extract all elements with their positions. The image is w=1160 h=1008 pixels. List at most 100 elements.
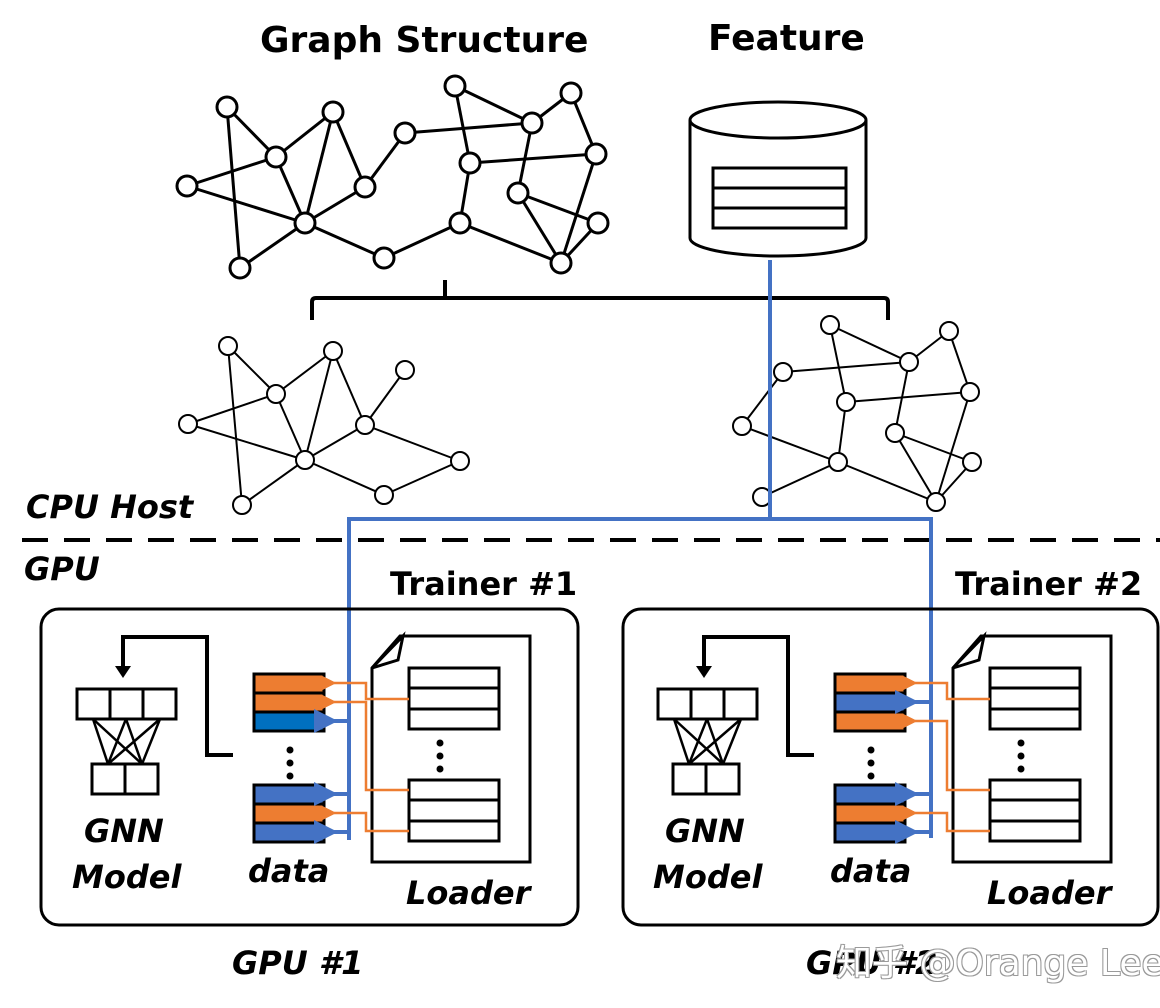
nn-input-cell bbox=[689, 687, 726, 721]
graph-edge bbox=[331, 111, 367, 188]
structure-arrow bbox=[321, 805, 409, 833]
graph-edge bbox=[516, 192, 563, 264]
graph-edge bbox=[459, 221, 562, 265]
graph-edge bbox=[239, 221, 306, 270]
graph-node bbox=[506, 181, 530, 205]
structure-arrow bbox=[902, 675, 990, 701]
graph-node bbox=[295, 450, 315, 470]
nn-connection bbox=[721, 718, 743, 765]
ellipsis-icon bbox=[436, 752, 444, 760]
graph-structure-icon bbox=[175, 74, 610, 280]
graph-node bbox=[293, 211, 317, 235]
model-label-1: Model bbox=[72, 858, 182, 896]
partition-brace bbox=[310, 280, 890, 320]
ellipsis-icon bbox=[1017, 739, 1025, 747]
graph-node bbox=[450, 451, 470, 471]
gpu-1-label: GPU #1 bbox=[232, 944, 364, 982]
trainer-1-content bbox=[75, 631, 532, 864]
nn-output-cell bbox=[90, 762, 127, 796]
trainer-1-title: Trainer #1 bbox=[390, 565, 578, 603]
arrow-head-icon bbox=[696, 666, 712, 678]
data-block-blue bbox=[252, 821, 326, 844]
graph-edge bbox=[741, 371, 784, 427]
graph-edge bbox=[935, 391, 971, 503]
graph-edge bbox=[761, 461, 839, 498]
loader-table bbox=[988, 666, 1082, 731]
graph-node bbox=[828, 452, 848, 472]
loader-label-2: Loader bbox=[987, 874, 1112, 912]
graph-node bbox=[218, 336, 238, 356]
trainer-2-title: Trainer #2 bbox=[955, 565, 1143, 603]
nn-input-cell bbox=[75, 687, 112, 721]
graph-edge bbox=[303, 111, 335, 224]
graph-edge bbox=[304, 459, 385, 496]
graph-node bbox=[323, 341, 343, 361]
graph-edge bbox=[837, 401, 847, 463]
graph-node bbox=[443, 74, 467, 98]
graph-node bbox=[175, 174, 199, 198]
watermark: 知乎 @Orange Lee bbox=[836, 943, 1160, 984]
graph-node bbox=[960, 382, 980, 402]
loader-table bbox=[407, 666, 501, 731]
ellipsis-icon bbox=[867, 746, 875, 754]
graph-edge bbox=[364, 369, 406, 426]
graph-edge bbox=[948, 330, 971, 393]
document-fold bbox=[951, 631, 987, 670]
graph-edge bbox=[304, 424, 366, 461]
data-block-orange bbox=[833, 672, 907, 695]
data-block-blue bbox=[833, 691, 907, 714]
ellipsis-icon bbox=[436, 739, 444, 747]
ellipsis-icon bbox=[867, 772, 875, 780]
graph-edge bbox=[364, 424, 461, 462]
gnn-label-2: GNN bbox=[665, 812, 745, 850]
graph-node bbox=[178, 414, 198, 434]
gnn-label-1: GNN bbox=[84, 812, 164, 850]
graph-node bbox=[264, 145, 288, 169]
graph-node bbox=[773, 362, 793, 382]
graph-node bbox=[584, 142, 608, 166]
loader-table bbox=[407, 778, 501, 843]
graph-edge bbox=[225, 106, 242, 269]
graph-node bbox=[232, 495, 252, 515]
graph-edge bbox=[304, 221, 385, 260]
graph-edge bbox=[332, 350, 366, 426]
graph-node bbox=[899, 352, 919, 372]
loader-table bbox=[988, 778, 1082, 843]
graph-edge bbox=[837, 461, 937, 503]
nn-connection bbox=[688, 718, 742, 765]
data-stack bbox=[252, 672, 326, 844]
data-label-2: data bbox=[830, 852, 912, 890]
nn-output-cell bbox=[704, 762, 741, 796]
gpu-label: GPU bbox=[24, 550, 100, 588]
graph-edge bbox=[274, 156, 307, 224]
data-block-blue-dark bbox=[252, 710, 326, 733]
data-label-1: data bbox=[248, 852, 330, 890]
graph-edge bbox=[845, 391, 971, 403]
nn-connection bbox=[672, 718, 691, 765]
gpu-2-label: GPU #2 bbox=[806, 944, 938, 982]
graph-edge bbox=[829, 324, 910, 363]
graph-node bbox=[549, 251, 573, 275]
feature-title: Feature bbox=[708, 18, 865, 59]
graph-edge bbox=[894, 432, 973, 463]
ellipsis-icon bbox=[867, 759, 875, 767]
feedback-arrow bbox=[702, 635, 814, 757]
graph-edge bbox=[782, 361, 910, 373]
graph-edge bbox=[469, 152, 597, 165]
ellipsis-icon bbox=[436, 765, 444, 773]
data-block-orange bbox=[833, 710, 907, 733]
graph-edge bbox=[187, 423, 306, 461]
graph-node bbox=[228, 256, 252, 280]
model-label-2: Model bbox=[653, 858, 763, 896]
graph-node bbox=[885, 423, 905, 443]
neural-network-icon bbox=[656, 687, 759, 796]
graph-edge bbox=[516, 122, 534, 194]
nn-output-cell bbox=[123, 762, 160, 796]
trainer-1-box bbox=[39, 607, 580, 927]
graph-node bbox=[374, 485, 394, 505]
nn-input-cell bbox=[722, 687, 759, 721]
graph-edge bbox=[741, 425, 839, 463]
subgraph-1-icon bbox=[178, 336, 470, 515]
nn-connection bbox=[687, 718, 709, 765]
